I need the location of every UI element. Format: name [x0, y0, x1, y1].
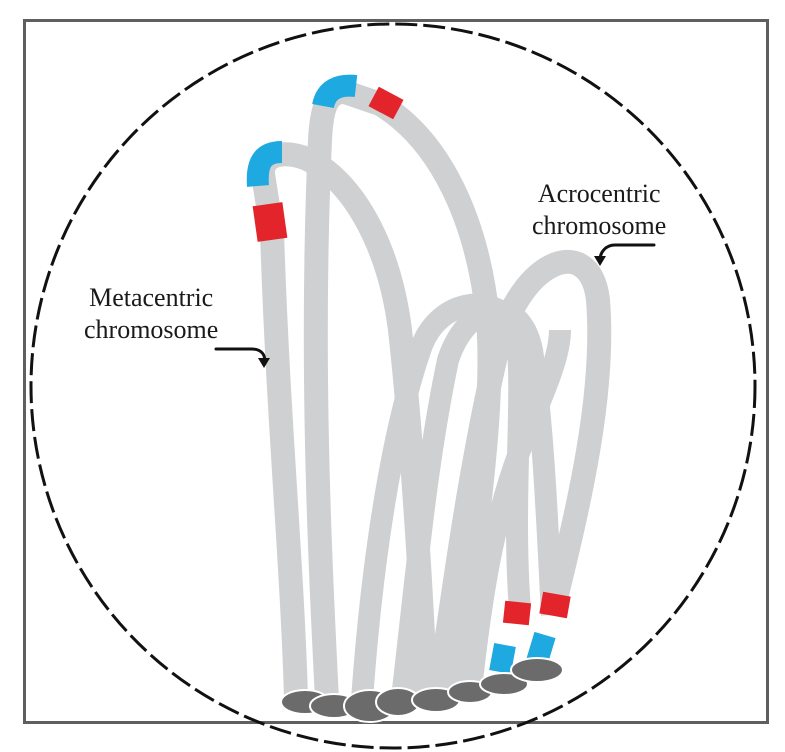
- looped-chromosome-crossing: [391, 299, 563, 700]
- telomere-cap-right-1: [489, 642, 516, 675]
- band-red-left: [252, 202, 288, 242]
- telomere-cap-left: [246, 141, 283, 187]
- band-red-right-1: [502, 600, 532, 626]
- attachment-plate-7: [479, 672, 529, 696]
- nuclear-envelope: [29, 22, 757, 750]
- arrow-metacentric-head: [258, 358, 270, 368]
- chromosome-arm-lower: [459, 329, 571, 700]
- arrow-metacentric: [214, 347, 266, 364]
- telomere-cap-tall: [312, 74, 358, 109]
- arrow-acrocentric: [598, 243, 656, 262]
- band-red-tall: [368, 86, 404, 120]
- acrocentric-label-line2: chromosome: [532, 211, 667, 240]
- acrocentric-label: Acrocentric chromosome: [532, 178, 666, 242]
- metacentric-label-line1: Metacentric: [89, 283, 214, 312]
- acrocentric-label-line1: Acrocentric: [537, 179, 661, 208]
- metacentric-label: Metacentric chromosome: [84, 282, 218, 346]
- metacentric-label-line2: chromosome: [84, 315, 219, 344]
- acrocentric-chromosome: [426, 249, 612, 700]
- arrow-acrocentric-head: [594, 256, 606, 266]
- band-red-right-2: [539, 591, 571, 619]
- attachment-plate-8: [510, 657, 564, 683]
- figure-frame: [23, 19, 769, 724]
